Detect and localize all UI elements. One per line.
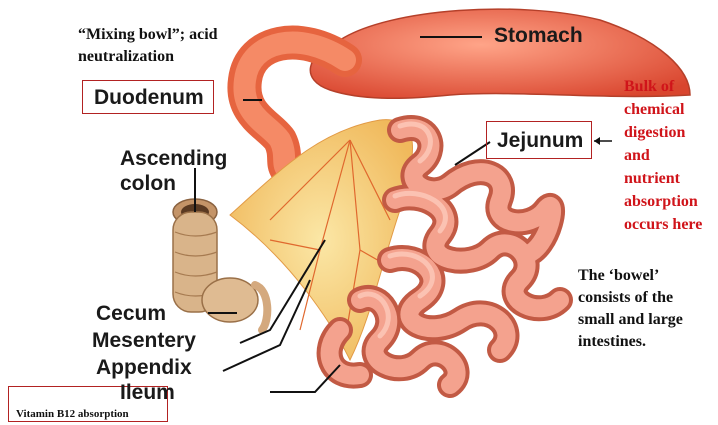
label-jejunum: Jejunum bbox=[497, 129, 583, 153]
note-duodenum-line1: “Mixing bowl”; acid bbox=[78, 26, 218, 44]
note-jejunum-line7: occurs here bbox=[624, 216, 702, 234]
note-jejunum-line6: absorption bbox=[624, 193, 698, 211]
label-appendix: Appendix bbox=[96, 356, 192, 380]
note-bowel-line4: intestines. bbox=[578, 333, 646, 351]
label-stomach: Stomach bbox=[494, 24, 583, 48]
note-jejunum-line2: chemical bbox=[624, 101, 684, 119]
label-mesentery: Mesentery bbox=[92, 329, 196, 353]
note-bowel-line3: small and large bbox=[578, 311, 683, 329]
note-jejunum-line1: Bulk of bbox=[624, 78, 674, 96]
note-duodenum-line2: neutralization bbox=[78, 48, 174, 66]
label-ileum: Ileum bbox=[120, 381, 175, 405]
note-bowel-line1: The ‘bowel’ bbox=[578, 267, 659, 285]
label-cecum: Cecum bbox=[96, 302, 166, 326]
note-jejunum-line5: nutrient bbox=[624, 170, 680, 188]
note-jejunum-line3: digestion bbox=[624, 124, 685, 142]
label-ascending-colon-line2: colon bbox=[120, 172, 176, 196]
label-duodenum: Duodenum bbox=[94, 86, 204, 110]
note-jejunum-line4: and bbox=[624, 147, 650, 165]
label-ascending-colon-line1: Ascending bbox=[120, 147, 227, 171]
note-ileum: Vitamin B12 absorption bbox=[16, 408, 129, 420]
note-bowel-line2: consists of the bbox=[578, 289, 673, 307]
